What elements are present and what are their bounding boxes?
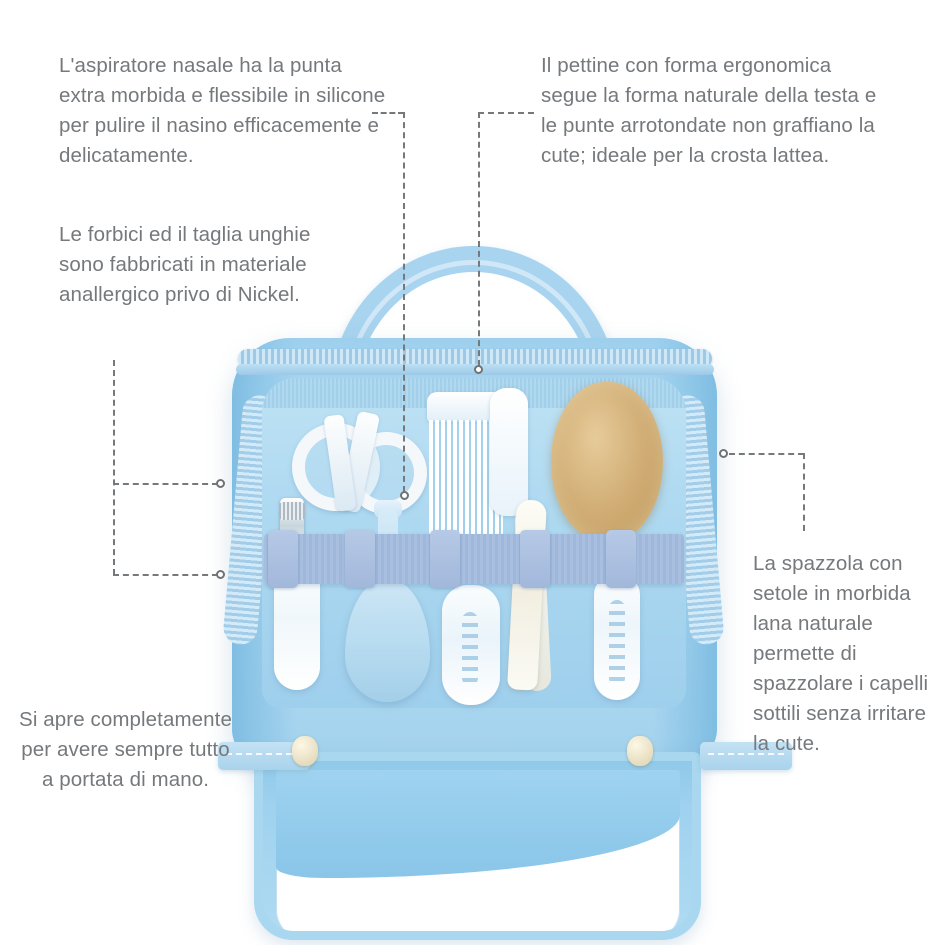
baby-toothbrush-grip [462, 612, 478, 686]
bag-flap [254, 752, 701, 940]
hair-brush-bristles [551, 382, 663, 542]
elastic-loop-3 [430, 530, 460, 588]
elastic-loop-5 [606, 530, 636, 588]
connector-pettine-horizontal [478, 112, 534, 114]
connector-spazzola-endpoint [719, 449, 728, 458]
callout-spazzola: La spazzola con setole in morbida lana n… [753, 552, 929, 755]
zipper-top [238, 349, 712, 368]
connector-spazzola-vertical [803, 453, 805, 531]
connector-aspiratore-vertical [403, 112, 405, 492]
flap-snap-left [292, 736, 318, 766]
connector-aspiratore-horizontal [372, 112, 404, 114]
elastic-loop-4 [520, 530, 550, 588]
connector-forbici-top-horizontal [113, 483, 218, 485]
callout-pettine: Il pettine con forma ergonomica segue la… [541, 54, 877, 167]
connector-pettine-endpoint [474, 365, 483, 374]
connector-forbici-bottom-horizontal [113, 574, 218, 576]
callout-forbici: Le forbici ed il taglia unghie sono fabb… [59, 223, 311, 306]
connector-forbici-top-endpoint [216, 479, 225, 488]
connector-forbici-vertical [113, 360, 115, 575]
nasal-aspirator-bulb [345, 580, 430, 702]
elastic-loop-1 [268, 530, 298, 588]
connector-forbici-bottom-endpoint [216, 570, 225, 579]
hair-brush-grip [609, 600, 625, 686]
nail-clipper-lever [279, 502, 305, 520]
flap-snap-right [627, 736, 653, 766]
callout-apertura: Si apre completamente per avere sempre t… [19, 708, 232, 791]
callout-aspiratore: L'aspiratore nasale ha la punta extra mo… [59, 54, 386, 167]
connector-spazzola-horizontal [729, 453, 804, 455]
flap-strap-right [700, 742, 792, 770]
comb-handle [490, 388, 528, 516]
connector-aspiratore-endpoint [400, 491, 409, 500]
elastic-loop-2 [345, 530, 375, 588]
connector-pettine-vertical [478, 112, 480, 366]
